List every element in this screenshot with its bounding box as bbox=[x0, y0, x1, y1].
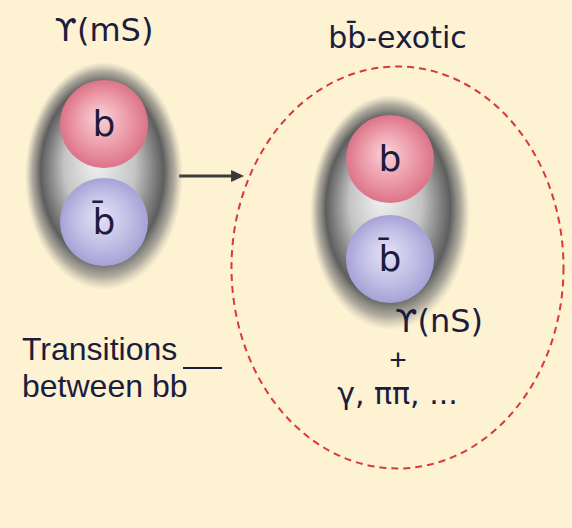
meson-label: ϒ(nS) bbox=[376, 303, 502, 340]
quark-fill bbox=[346, 115, 434, 203]
exotic-region: bb̄-exotic+γ, ππ, ...ϒ(nS)bb̄ bbox=[230, 65, 565, 470]
antiquark-fill bbox=[346, 215, 434, 303]
meson-label: ϒ(mS) bbox=[15, 12, 193, 49]
quark-circle: b bbox=[346, 115, 434, 203]
antiquark-label: b̄ bbox=[346, 238, 434, 279]
emission-label: γ, ππ, ... bbox=[270, 377, 525, 412]
quark-label: b bbox=[346, 138, 434, 179]
antiquark-label: b̄ bbox=[60, 201, 148, 242]
antiquark-circle: b̄ bbox=[60, 178, 148, 266]
quark-fill bbox=[60, 80, 148, 168]
quark-circle: b bbox=[60, 80, 148, 168]
plus-sign: + bbox=[348, 343, 448, 378]
region-heading: bb̄-exotic bbox=[270, 21, 525, 56]
sphere-fill bbox=[310, 95, 470, 330]
underline-stroke bbox=[183, 367, 222, 369]
meson-sphere: ϒ(nS)bb̄ bbox=[310, 95, 470, 330]
meson-sphere: ϒ(mS)bb̄ bbox=[25, 62, 183, 290]
antiquark-circle: b̄ bbox=[346, 215, 434, 303]
sphere-fill bbox=[25, 62, 183, 290]
dashed-ellipse bbox=[232, 67, 564, 469]
quark-label: b bbox=[60, 103, 148, 144]
transition-arrow bbox=[179, 170, 244, 182]
antiquark-fill bbox=[60, 178, 148, 266]
caption-note: Transitions between bb bbox=[22, 331, 234, 405]
